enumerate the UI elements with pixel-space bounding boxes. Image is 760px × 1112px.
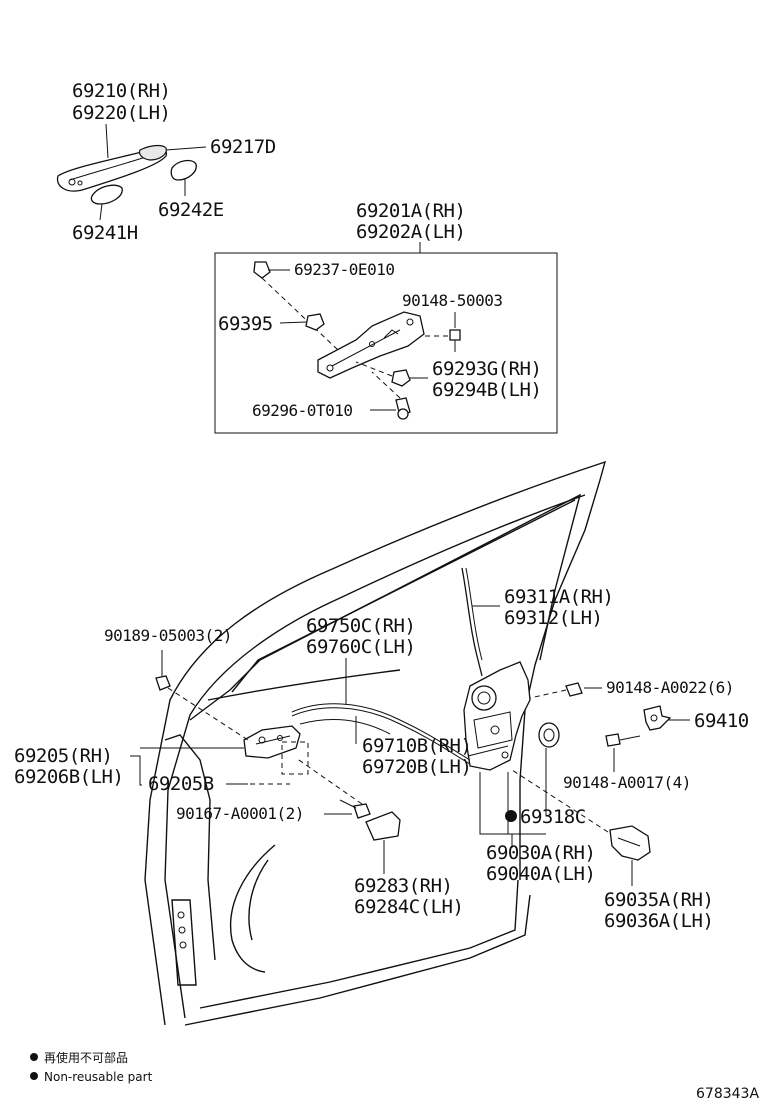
cushion-69395	[305, 313, 325, 331]
label-69202a: 69202A(LH)	[356, 221, 465, 243]
label-69205b: 69205B	[148, 773, 214, 795]
label-69283: 69283(RH)	[354, 875, 452, 897]
inside-handle-group: 69750C(RH) 69760C(LH) 69710B(RH) 69720B(…	[14, 615, 472, 918]
legend-bullet-jp	[30, 1053, 38, 1061]
inside-door-handle	[243, 725, 301, 759]
grommet-69318c	[538, 722, 560, 748]
handle-cover-69283	[365, 811, 401, 841]
screw-90148-a0022	[565, 682, 583, 697]
screw-90148-a0017	[605, 733, 621, 747]
label-69720b: 69720B(LH)	[362, 756, 471, 778]
label-69318c: 69318C	[520, 806, 586, 828]
label-69242e: 69242E	[158, 199, 224, 221]
door-lock-assembly	[463, 661, 531, 771]
label-69750c: 69750C(RH)	[306, 615, 415, 637]
legend-english: Non-reusable part	[44, 1070, 153, 1084]
label-69237: 69237-0E010	[294, 260, 394, 279]
label-69030a: 69030A(RH)	[486, 842, 595, 864]
label-69220: 69220(LH)	[72, 102, 170, 124]
handle-pad-front	[90, 184, 123, 205]
label-90167: 90167-A0001(2)	[176, 804, 304, 823]
screw-90167-a0001	[353, 803, 371, 819]
handle-cap	[138, 144, 167, 161]
label-90189: 90189-05003(2)	[104, 626, 232, 645]
label-69760c: 69760C(LH)	[306, 636, 415, 658]
label-69410: 69410	[694, 710, 749, 732]
cover-69293g	[391, 369, 411, 387]
diagram-code: 678343A	[696, 1086, 759, 1102]
lock-cable-group: 69311A(RH) 69312(LH)	[461, 567, 614, 677]
clip-90189	[155, 675, 171, 691]
lock-rod-69311a	[461, 567, 483, 677]
label-69035a: 69035A(RH)	[604, 889, 713, 911]
cable-69710b	[299, 718, 391, 735]
label-69217d: 69217D	[210, 136, 276, 158]
screw-90148-50003	[449, 329, 461, 341]
legend: 再使用不可部品 Non-reusable part	[30, 1050, 153, 1084]
label-90148-50003: 90148-50003	[402, 291, 502, 310]
label-69206b: 69206B(LH)	[14, 766, 123, 788]
label-90148-a0017: 90148-A0017(4)	[563, 773, 691, 792]
door-lock-group: 69318C 69030A(RH) 69040A(LH) 90148-A0022…	[463, 661, 749, 932]
label-69296: 69296-0T010	[252, 401, 352, 420]
label-69241h: 69241H	[72, 222, 138, 244]
label-69040a: 69040A(LH)	[486, 863, 595, 885]
label-69293g: 69293G(RH)	[432, 358, 541, 380]
handle-pad-rear	[170, 159, 197, 181]
label-69710b: 69710B(RH)	[362, 735, 471, 757]
door-panel	[144, 460, 607, 1026]
label-90148-a0022: 90148-A0022(6)	[606, 678, 734, 697]
label-69201a: 69201A(RH)	[356, 200, 465, 222]
clip-69237	[253, 261, 271, 279]
outside-handle-group: 69210(RH) 69220(LH) 69217D 69242E 69241H	[56, 80, 276, 244]
lock-cover-69035a	[609, 825, 651, 861]
legend-japanese: 再使用不可部品	[44, 1050, 128, 1065]
label-69210: 69210(RH)	[72, 80, 170, 102]
cable-69750c	[291, 703, 471, 761]
non-reusable-marker	[505, 810, 517, 822]
handle-frame-group: 69201A(RH) 69202A(LH) 69237-0E010 69395 …	[214, 200, 558, 434]
label-69205: 69205(RH)	[14, 745, 112, 767]
label-69312: 69312(LH)	[504, 607, 602, 629]
frame-assembly-box	[214, 252, 558, 434]
label-69036a: 69036A(LH)	[604, 910, 713, 932]
label-69311a: 69311A(RH)	[504, 586, 613, 608]
label-69395: 69395	[218, 313, 273, 335]
legend-bullet-en	[30, 1072, 38, 1080]
label-69284c: 69284C(LH)	[354, 896, 463, 918]
label-69294b: 69294B(LH)	[432, 379, 541, 401]
